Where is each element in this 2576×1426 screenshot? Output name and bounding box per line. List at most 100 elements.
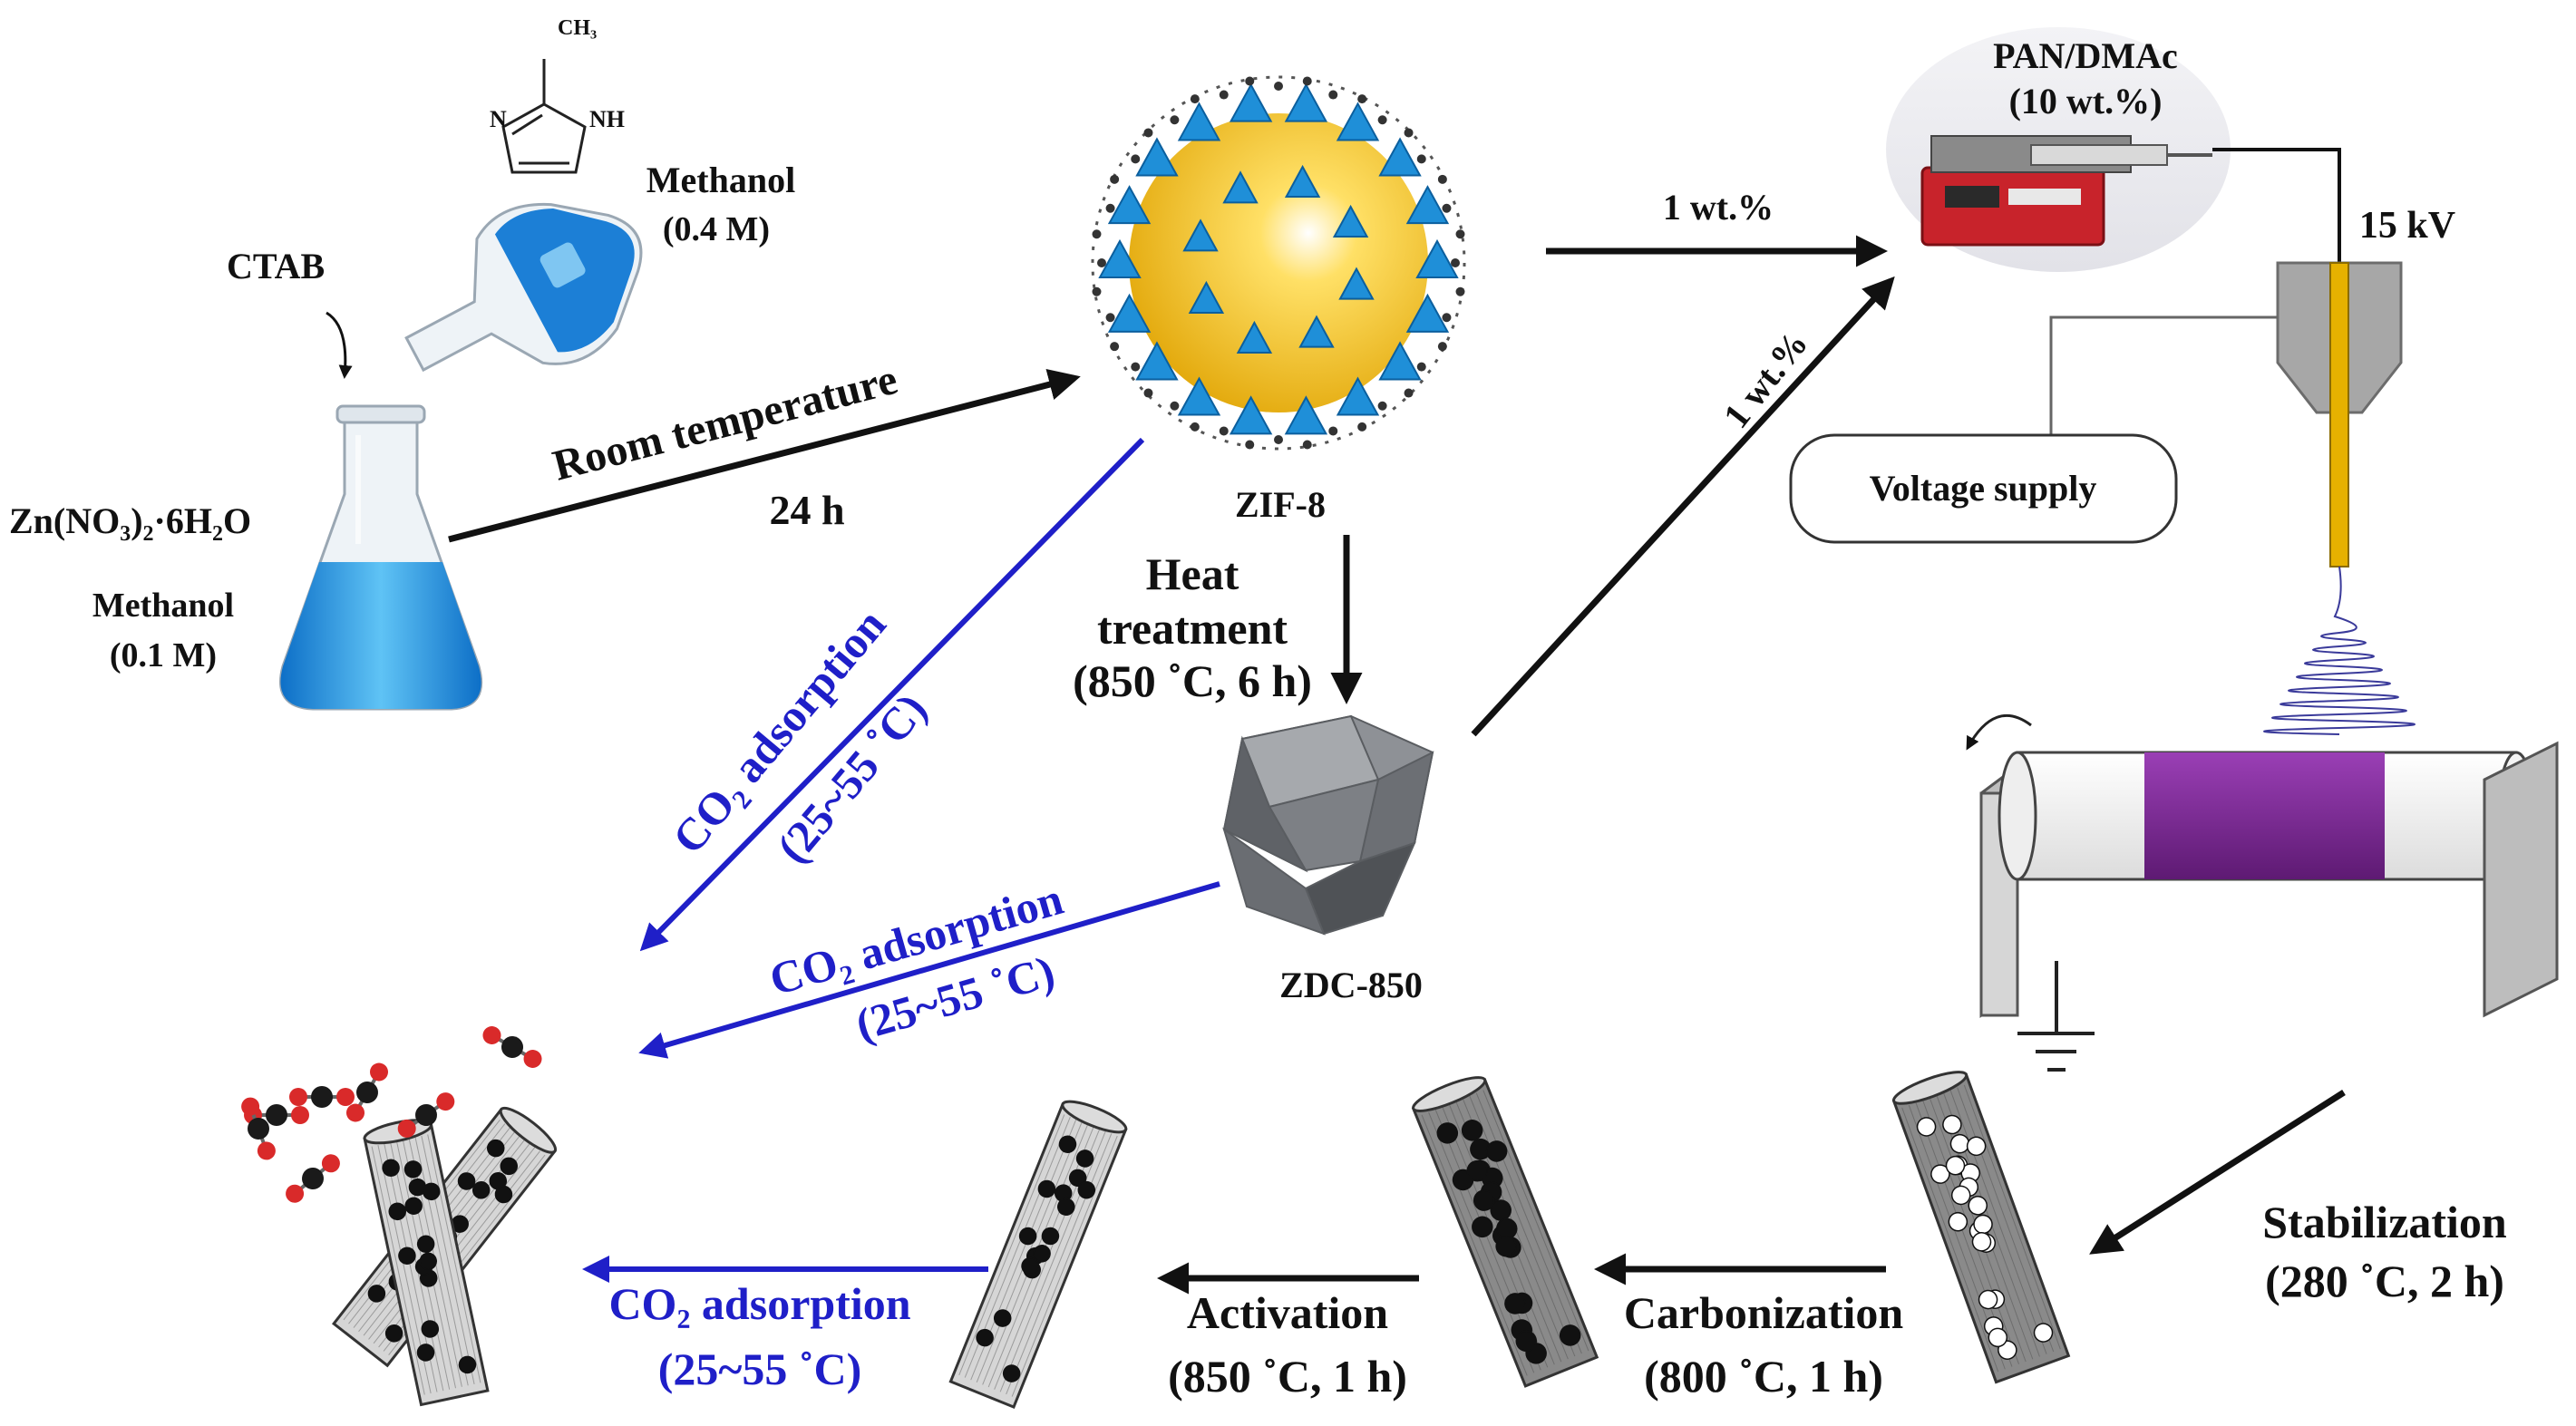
zif8-tetrahedron bbox=[1336, 102, 1380, 141]
zif8-framework-node bbox=[1437, 342, 1447, 352]
zif8-tetrahedron bbox=[1405, 293, 1450, 333]
fiber-particle bbox=[416, 1344, 435, 1362]
heat-label-line2: treatment bbox=[1097, 603, 1288, 654]
syringe-pump bbox=[1920, 135, 2212, 247]
fiber-particle bbox=[993, 1309, 1012, 1327]
zif8-label: ZIF-8 bbox=[1235, 484, 1326, 525]
fiber-striation bbox=[1949, 1090, 2047, 1354]
zif8-tetrahedron bbox=[1284, 395, 1328, 435]
co2-carbon-atom bbox=[248, 1118, 269, 1140]
fiber-striation bbox=[371, 1146, 425, 1395]
co2-oxygen-atom bbox=[370, 1062, 388, 1082]
fiber-particle bbox=[1950, 1185, 1971, 1206]
zif8-tetrahedron bbox=[1182, 218, 1219, 252]
fiber-particle bbox=[500, 1157, 518, 1176]
fiber-striation bbox=[1475, 1092, 1582, 1354]
drum-rotation-arrow bbox=[1966, 714, 2032, 751]
stabilization-arrow bbox=[2089, 1090, 2346, 1255]
fiber-end bbox=[1891, 1071, 1968, 1105]
fiber-particle bbox=[1041, 1227, 1060, 1246]
fiber-particle bbox=[398, 1247, 416, 1265]
fiber-particle bbox=[458, 1355, 477, 1374]
zif8-tetrahedron bbox=[1338, 267, 1375, 300]
fiber-body bbox=[948, 1100, 1128, 1409]
zif8-tetrahedron bbox=[1107, 293, 1152, 333]
co2-oxygen-atom bbox=[289, 1088, 307, 1106]
fiber-striation bbox=[1469, 1095, 1576, 1357]
zif8-framework-node bbox=[1131, 362, 1141, 372]
co2-oxygen-atom bbox=[336, 1088, 355, 1106]
fiber-striation bbox=[1963, 1084, 2061, 1350]
fiber-particle bbox=[404, 1197, 423, 1215]
fiber-particle bbox=[1018, 1227, 1037, 1246]
zif8-tetrahedron bbox=[1135, 341, 1179, 381]
activated-fiber bbox=[948, 1100, 1128, 1409]
flask-zn-nitrate bbox=[278, 404, 483, 711]
co2-oxygen-atom bbox=[241, 1097, 260, 1116]
zif8-tetrahedron bbox=[1229, 395, 1273, 435]
zif8-framework-node bbox=[1357, 422, 1367, 432]
fiber-particle bbox=[1948, 1211, 1968, 1232]
zif8-tetrahedron bbox=[1177, 376, 1221, 416]
co2-adsorption-fiber-line2: (25~55 ˚C) bbox=[658, 1344, 862, 1394]
co2-molecule bbox=[289, 1086, 355, 1108]
fiber-end bbox=[499, 1106, 558, 1154]
fiber-particle bbox=[1942, 1114, 1962, 1135]
methyl-group-label: CH₃ bbox=[558, 16, 597, 40]
zif8-particle bbox=[1091, 75, 1466, 451]
feed-tube bbox=[2212, 148, 2341, 263]
zif8-tetrahedron bbox=[1098, 238, 1142, 278]
zif8-framework-node bbox=[1377, 401, 1387, 411]
fiber-particle bbox=[1037, 1179, 1056, 1198]
co2-molecule bbox=[286, 1154, 340, 1203]
heat-label-line1: Heat bbox=[1146, 548, 1239, 599]
zif8-framework-node bbox=[1097, 258, 1106, 267]
zif8-framework-node bbox=[1110, 342, 1120, 352]
zif8-framework-node bbox=[1455, 286, 1465, 296]
fiber-particle bbox=[976, 1328, 994, 1347]
fiber-end bbox=[1061, 1100, 1128, 1134]
fiber-end bbox=[1412, 1076, 1487, 1112]
co2-oxygen-atom bbox=[291, 1106, 309, 1124]
co2-molecule bbox=[397, 1092, 455, 1138]
drum-collector bbox=[1979, 741, 2559, 1072]
fiber-particle bbox=[1945, 1155, 1966, 1176]
fiber-particle bbox=[1021, 1256, 1039, 1276]
zif8-framework-node bbox=[1302, 76, 1312, 86]
zif8-framework-node bbox=[1442, 313, 1452, 323]
activation-label: Activation bbox=[1187, 1287, 1388, 1338]
zif8-framework-node bbox=[1143, 128, 1153, 138]
zif8-framework-node bbox=[1170, 401, 1180, 411]
fiber-striation bbox=[1482, 1090, 1589, 1352]
fiber-particle bbox=[1978, 1289, 1998, 1310]
zif8-tetrahedron bbox=[1332, 204, 1369, 238]
zif8-framework-node bbox=[1131, 154, 1141, 164]
fiber-body bbox=[363, 1119, 490, 1407]
fiber-body bbox=[1891, 1071, 2071, 1384]
fiber-striation bbox=[1957, 1087, 2055, 1353]
co2-oxygen-atom bbox=[346, 1103, 365, 1122]
fiber-striation bbox=[1901, 1107, 1999, 1373]
zif8-framework-node bbox=[1404, 128, 1414, 138]
zif8-framework-node bbox=[1416, 154, 1426, 164]
fiber-particle bbox=[1002, 1364, 1021, 1382]
fiber-particle bbox=[1504, 1293, 1526, 1314]
fiber-particle bbox=[1033, 1245, 1051, 1263]
co2-molecule bbox=[482, 1026, 542, 1068]
zif8-framework-node bbox=[1245, 76, 1255, 86]
carbonization-conditions: (800 ˚C, 1 h) bbox=[1644, 1351, 1883, 1402]
fiber-body bbox=[1411, 1076, 1599, 1388]
zif8-framework-node bbox=[1110, 174, 1120, 184]
co2-carbon-atom bbox=[266, 1104, 287, 1126]
zif8-framework-node bbox=[1451, 258, 1460, 267]
imidazole-nh-label: NH bbox=[589, 106, 625, 132]
zif8-framework-node bbox=[1105, 203, 1115, 213]
zif8-framework-node bbox=[1274, 82, 1283, 91]
fiber-particle bbox=[1988, 1327, 2008, 1348]
zif8-framework-node bbox=[1416, 362, 1426, 372]
zif8-tetrahedron bbox=[1236, 320, 1273, 354]
methanol-04-conc: (0.4 M) bbox=[663, 210, 770, 248]
carbonized-fiber bbox=[1411, 1076, 1599, 1388]
methanol-01-label: Methanol bbox=[92, 587, 234, 625]
fiber-particle bbox=[1466, 1159, 1488, 1182]
